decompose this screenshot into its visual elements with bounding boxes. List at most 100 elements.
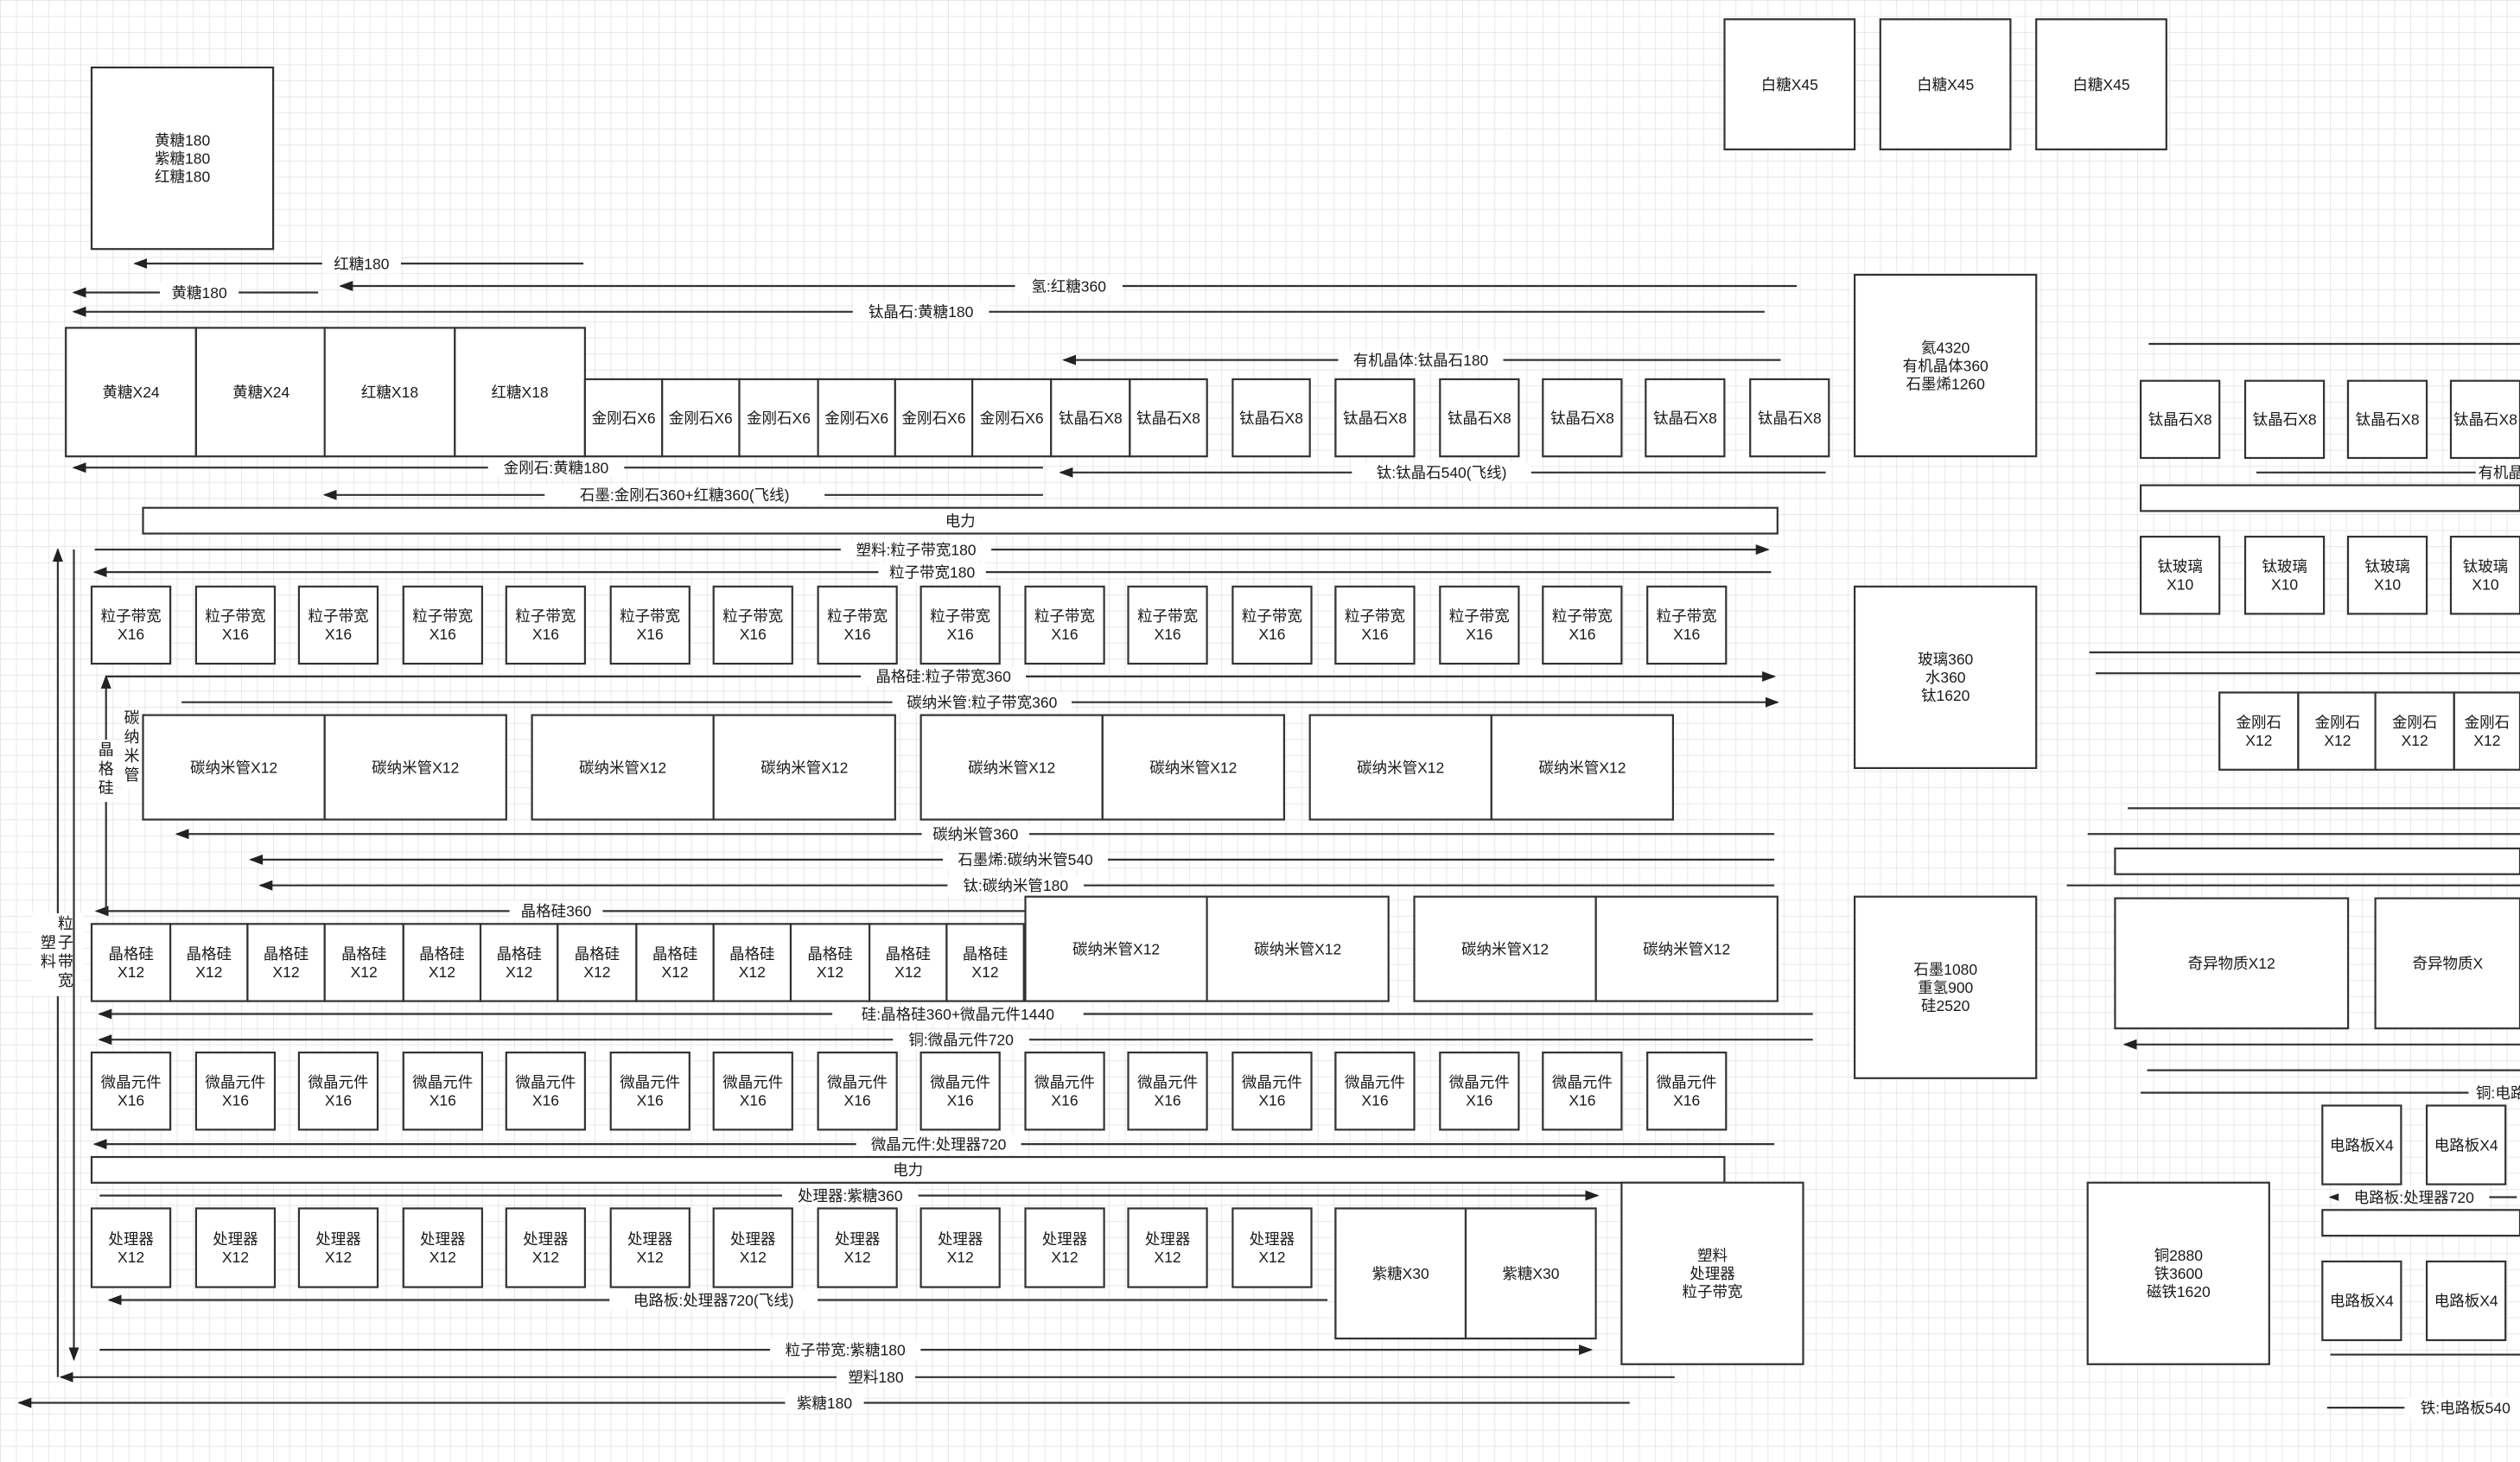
flow-label-bg (836, 1367, 916, 1388)
facility-box-border (1050, 378, 1131, 458)
facility-box-label: X10 (2472, 576, 2498, 594)
flow-label: 钛:钛晶石540(飞线) (1377, 464, 1507, 481)
facility-box: 电路板X4 (2321, 1104, 2402, 1185)
facility-box-border (194, 327, 328, 458)
flow-label-bg (2468, 1083, 2520, 1103)
facility-box-border (712, 585, 793, 665)
facility-box: 碳纳米管X12 (1101, 714, 1286, 821)
facility-box-label: 氦4320 (1921, 339, 1970, 356)
facility-box-label: X12 (506, 963, 532, 981)
flow-label: 碳纳米管360 (932, 826, 1018, 843)
facility-box-border (246, 923, 326, 1002)
facility-box-border (1127, 1207, 1208, 1288)
facility-box-border (1024, 1051, 1105, 1131)
facility-box: 钛晶石X8 (1231, 378, 1311, 458)
facility-box: 碳纳米管X12 (1490, 714, 1675, 821)
facility-box-label: 电路板X4 (2434, 1136, 2498, 1154)
flow-label-bg (892, 692, 1072, 713)
facility-box-label: X16 (740, 626, 767, 643)
blank-bar (2321, 1209, 2520, 1237)
flow-label-bg (509, 901, 603, 921)
facility-box-border (505, 585, 586, 665)
facility-box-label: 钛晶石X8 (1758, 410, 1822, 427)
facility-box-border (1129, 378, 1208, 458)
facility-box-border (454, 327, 586, 458)
facility-box-label: 微晶元件 (412, 1074, 473, 1091)
facility-box-border (1308, 714, 1492, 821)
facility-box: 碳纳米管X12 (323, 714, 507, 821)
facility-box-label: 白糖X45 (1761, 76, 1818, 93)
flow-label-bg (832, 1004, 1084, 1024)
facility-box-border (583, 378, 664, 458)
flow-arrows: 红糖180氢:红糖360黄糖180钛晶石:黄糖180有机晶体:钛晶石180金刚石… (17, 253, 2520, 1418)
facility-box-label: X12 (2245, 732, 2272, 749)
facility-box-border (90, 923, 172, 1002)
facility-box-border (2346, 379, 2428, 460)
facility-box-label: X16 (1466, 1092, 1492, 1109)
facility-box: 电路板X4 (2321, 1260, 2402, 1342)
vertical-flow-label: 塑 (41, 934, 56, 951)
flow-arrow: 碳纳米管:粒子带宽360 (181, 692, 1779, 713)
facility-box-label: X12 (1258, 1249, 1285, 1266)
facility-box-label: X16 (118, 626, 144, 643)
facility-box-border (323, 923, 404, 1002)
flow-arrow: 铜:电路 (2141, 1083, 2520, 1103)
flow-label-bg (2404, 1397, 2520, 1418)
facility-box-label: X12 (2473, 732, 2500, 749)
facility-box-label: 微晶元件 (1657, 1074, 1717, 1091)
facility-box-label: 电力 (893, 1161, 923, 1179)
facility-box-label: X12 (844, 1249, 871, 1266)
vertical-flow-label: 粒 (58, 915, 73, 932)
facility-box: 碳纳米管X12 (1413, 895, 1597, 1002)
flow-arrow: 塑料:粒子带宽180 (94, 539, 1770, 560)
facility-box-label: 石墨1080 (1913, 961, 1977, 978)
facility-box-border (142, 506, 1779, 535)
facility-box-border (402, 1051, 483, 1131)
facility-box-label: 黄糖X24 (232, 384, 290, 401)
facility-box: 红糖X18 (454, 327, 586, 458)
facility-box-border (1231, 1051, 1313, 1131)
facility-box-label: X10 (2374, 576, 2401, 594)
facility-box-border (920, 585, 1001, 665)
facility-box-border (323, 327, 456, 458)
facility-box-label: 处理器 (1145, 1230, 1191, 1248)
facility-box-label: 粒子带宽 (515, 607, 576, 625)
facility-box-label: 处理器 (315, 1230, 361, 1248)
flow-arrow: 钛晶石:黄糖180 (72, 302, 1765, 322)
flow-label: 塑料180 (848, 1369, 903, 1386)
facility-box-border (817, 1051, 898, 1131)
flow-label: 电路板:处理器720(飞线) (633, 1292, 794, 1309)
facility-box-label: 晶格硅 (108, 945, 154, 963)
facility-box-label: 黄糖180 (155, 132, 210, 149)
facility-box-label: 微晶元件 (205, 1074, 265, 1091)
flow-label-bg (947, 875, 1085, 896)
facility-box-border (1854, 585, 2038, 769)
facility-box-label: 微晶元件 (1552, 1074, 1613, 1091)
vertical-flow-label: 硅 (99, 779, 114, 797)
facility-box: 电路板X4 (2426, 1104, 2507, 1185)
facility-box: 金刚石X6 (661, 378, 741, 458)
facility-box-label: 红糖X18 (361, 384, 418, 401)
facility-box-label: 晶格硅 (807, 945, 853, 963)
flow-arrow: 晶格硅360 (94, 901, 1061, 921)
facility-box-border (817, 585, 898, 665)
facility-box: 碳纳米管X12 (920, 714, 1104, 821)
